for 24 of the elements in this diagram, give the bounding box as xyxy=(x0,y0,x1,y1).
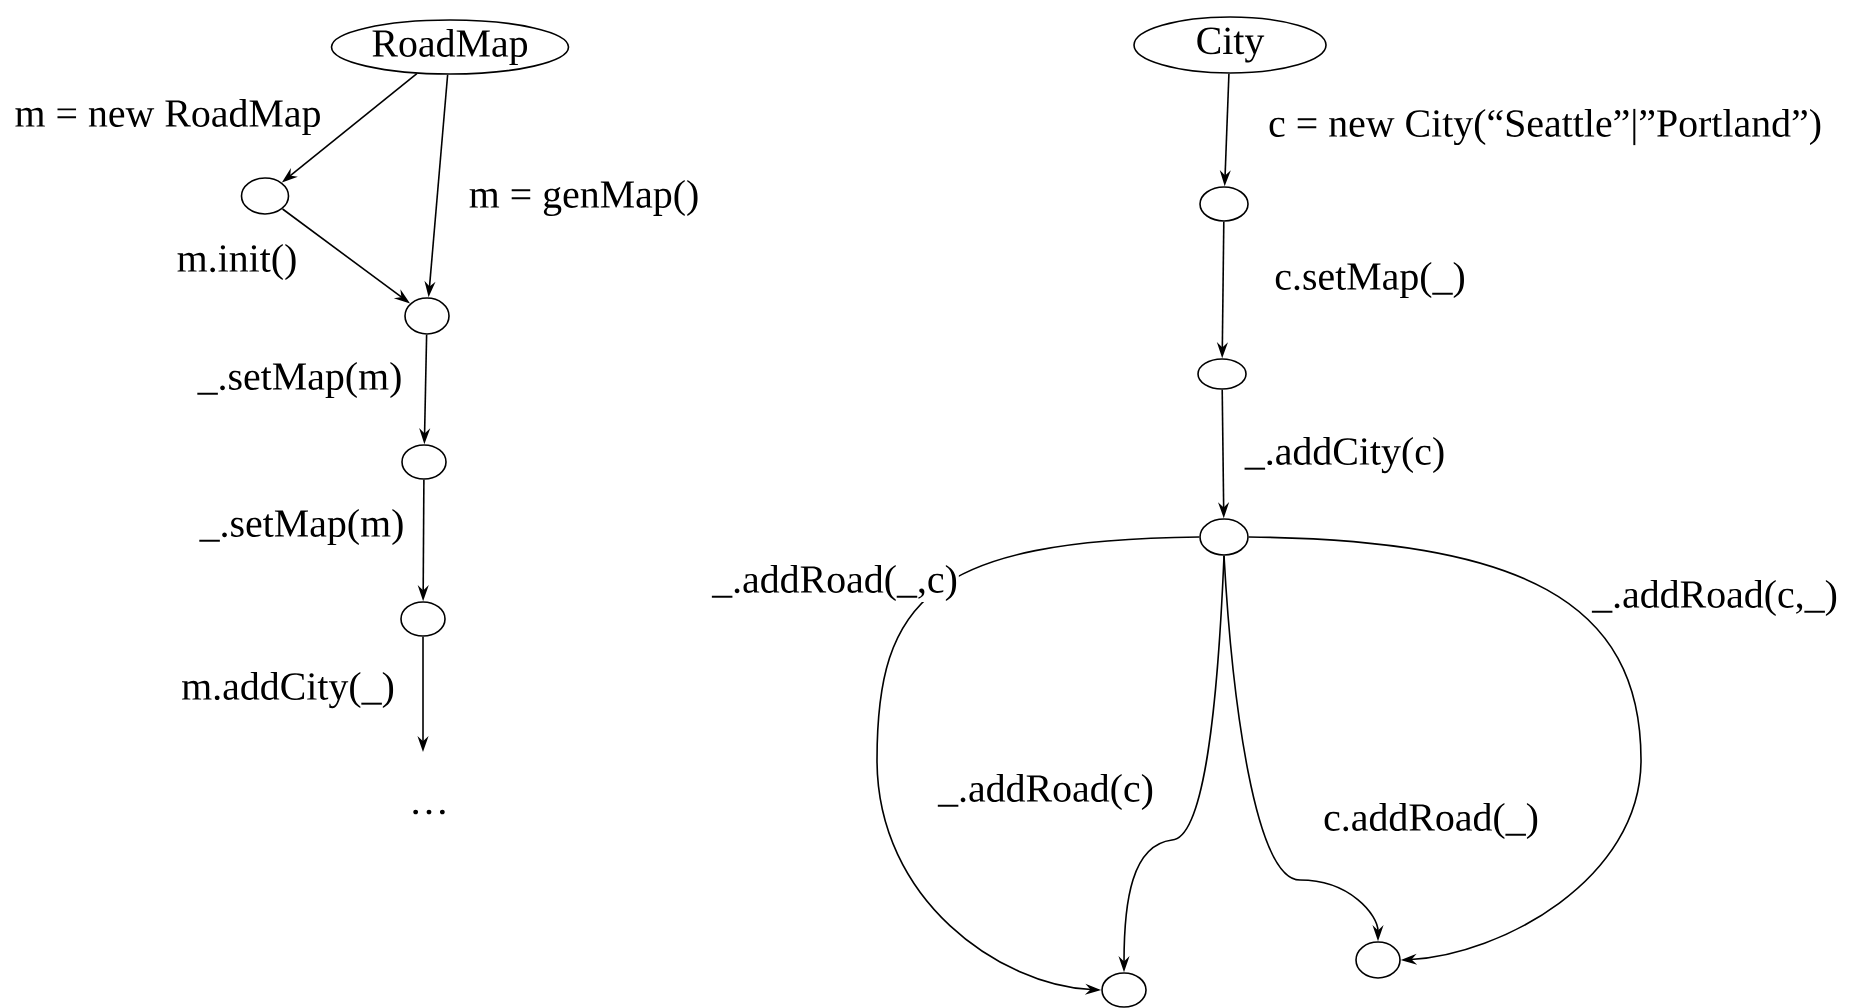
edge-label: m.init() xyxy=(175,242,299,282)
state-ellipse xyxy=(400,601,446,637)
edge-label: c.addRoad(_) xyxy=(1322,801,1540,841)
edge-label: _.addRoad(c,_) xyxy=(1591,578,1839,618)
state-ellipse xyxy=(1101,972,1147,1008)
state-ellipse xyxy=(1197,358,1247,390)
state-ellipse xyxy=(1199,186,1249,222)
edge-label: c.setMap(_) xyxy=(1273,260,1467,300)
edge-label: _.setMap(m) xyxy=(196,360,404,400)
state-ellipse xyxy=(401,444,447,480)
state-ellipse xyxy=(1355,941,1401,979)
ellipsis-label: … xyxy=(413,809,445,815)
edge-label: _.setMap(m) xyxy=(198,507,406,547)
edge-label: _.addRoad(_,c) xyxy=(711,563,959,603)
state-ellipse xyxy=(1199,518,1249,556)
edge-label: m = new RoadMap xyxy=(13,97,323,137)
edge-label: m.addCity(_) xyxy=(180,670,396,710)
edge-label: m = genMap() xyxy=(467,178,701,218)
edge-label: _.addRoad(c) xyxy=(937,772,1155,812)
edge-label: _.addCity(c) xyxy=(1243,435,1447,475)
arrow xyxy=(1248,536,1642,965)
state-ellipse xyxy=(404,297,450,335)
state-ellipse xyxy=(240,177,290,215)
edge-label: c = new City(“Seattle”|”Portland”) xyxy=(1267,107,1823,147)
